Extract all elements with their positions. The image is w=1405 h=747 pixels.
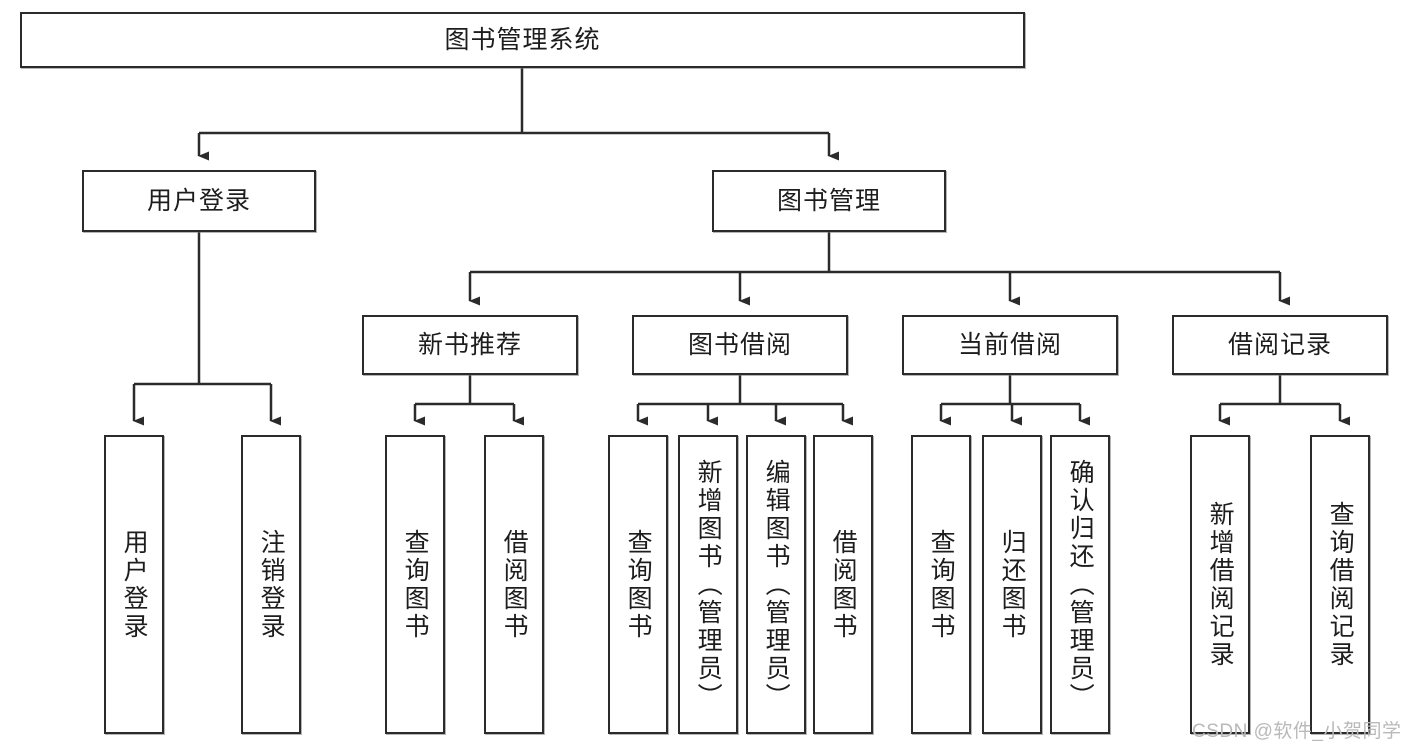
node-label: 查询图书 xyxy=(624,528,653,641)
node-borrow-record[interactable]: 借阅记录 xyxy=(1172,315,1388,375)
node-label: 当前借阅 xyxy=(957,331,1062,359)
node-label: 归还图书 xyxy=(998,528,1027,641)
node-book-management-system[interactable]: 图书管理系统 xyxy=(20,12,1025,68)
node-label: 用户登录 xyxy=(120,528,149,641)
node-leaf-add-borrow-record[interactable]: 新增借阅记录 xyxy=(1190,435,1250,734)
node-label: 新增借阅记录 xyxy=(1206,500,1235,669)
node-leaf-edit-book-admin[interactable]: 编辑图书（管理员） xyxy=(746,435,806,734)
node-leaf-add-book-admin[interactable]: 新增图书（管理员） xyxy=(678,435,738,734)
node-leaf-query-book-1[interactable]: 查询图书 xyxy=(385,435,445,734)
node-label: 借阅图书 xyxy=(829,528,858,641)
node-leaf-query-book-3[interactable]: 查询图书 xyxy=(911,435,971,734)
node-label: 借阅图书 xyxy=(500,528,529,641)
node-label: 图书借阅 xyxy=(687,331,792,359)
node-current-borrow[interactable]: 当前借阅 xyxy=(902,315,1118,375)
node-label: 用户登录 xyxy=(146,187,251,215)
node-leaf-user-login[interactable]: 用户登录 xyxy=(104,435,164,734)
node-leaf-logout-login[interactable]: 注销登录 xyxy=(241,435,301,734)
node-label: 查询图书 xyxy=(401,528,430,641)
node-label: 查询图书 xyxy=(927,528,956,641)
node-leaf-borrow-book-1[interactable]: 借阅图书 xyxy=(484,435,544,734)
node-label: 注销登录 xyxy=(257,528,286,641)
node-label: 新书推荐 xyxy=(417,331,522,359)
node-new-book-recommend[interactable]: 新书推荐 xyxy=(362,315,578,375)
node-label: 图书管理系统 xyxy=(444,26,601,54)
node-leaf-return-book[interactable]: 归还图书 xyxy=(982,435,1042,734)
node-label: 新增图书（管理员） xyxy=(694,458,723,711)
csdn-watermark: CSDN @软件_小贺同学 xyxy=(1192,721,1402,742)
node-book-borrow[interactable]: 图书借阅 xyxy=(632,315,848,375)
node-leaf-confirm-return-admin[interactable]: 确认归还（管理员） xyxy=(1050,435,1110,734)
node-label: 确认归还（管理员） xyxy=(1066,458,1095,711)
node-label: 借阅记录 xyxy=(1227,331,1332,359)
node-book-management[interactable]: 图书管理 xyxy=(712,170,946,232)
node-user-login[interactable]: 用户登录 xyxy=(82,170,316,232)
node-leaf-query-borrow-record[interactable]: 查询借阅记录 xyxy=(1310,435,1370,734)
node-label: 编辑图书（管理员） xyxy=(762,458,791,711)
node-leaf-query-book-2[interactable]: 查询图书 xyxy=(608,435,668,734)
node-leaf-borrow-book-2[interactable]: 借阅图书 xyxy=(813,435,873,734)
node-label: 图书管理 xyxy=(776,187,881,215)
node-label: 查询借阅记录 xyxy=(1326,500,1355,669)
